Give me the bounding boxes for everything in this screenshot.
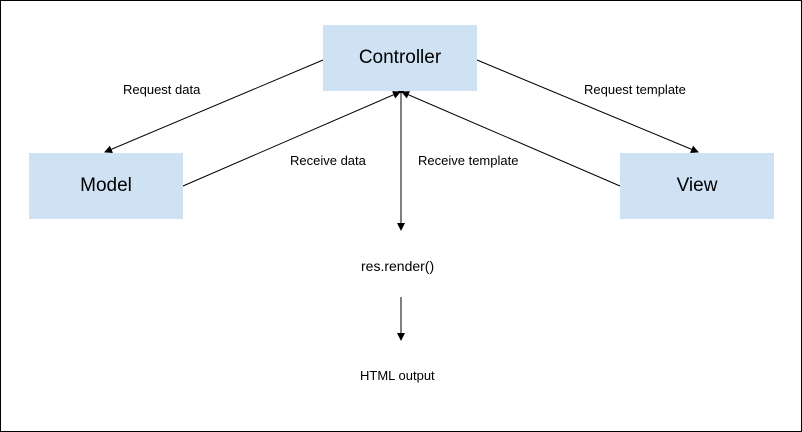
arrow-receive-template — [401, 91, 621, 187]
controller-node: Controller — [323, 25, 477, 91]
edge-label-request-data: Request data — [123, 82, 201, 97]
arrow-request-data — [104, 59, 324, 153]
model-label: Model — [80, 175, 132, 196]
html-output-node-label: HTML output — [360, 368, 435, 383]
view-node: View — [620, 153, 774, 219]
render-node-label: res.render() — [361, 258, 435, 274]
arrow-receive-data — [182, 91, 401, 187]
controller-label: Controller — [358, 47, 442, 68]
edge-label-request-template: Request template — [584, 82, 686, 97]
arrow-request-template — [476, 59, 699, 154]
view-label: View — [676, 175, 718, 196]
model-node: Model — [29, 153, 183, 219]
edge-label-receive-template: Receive template — [418, 153, 519, 168]
edge-label-receive-data: Receive data — [290, 153, 366, 168]
